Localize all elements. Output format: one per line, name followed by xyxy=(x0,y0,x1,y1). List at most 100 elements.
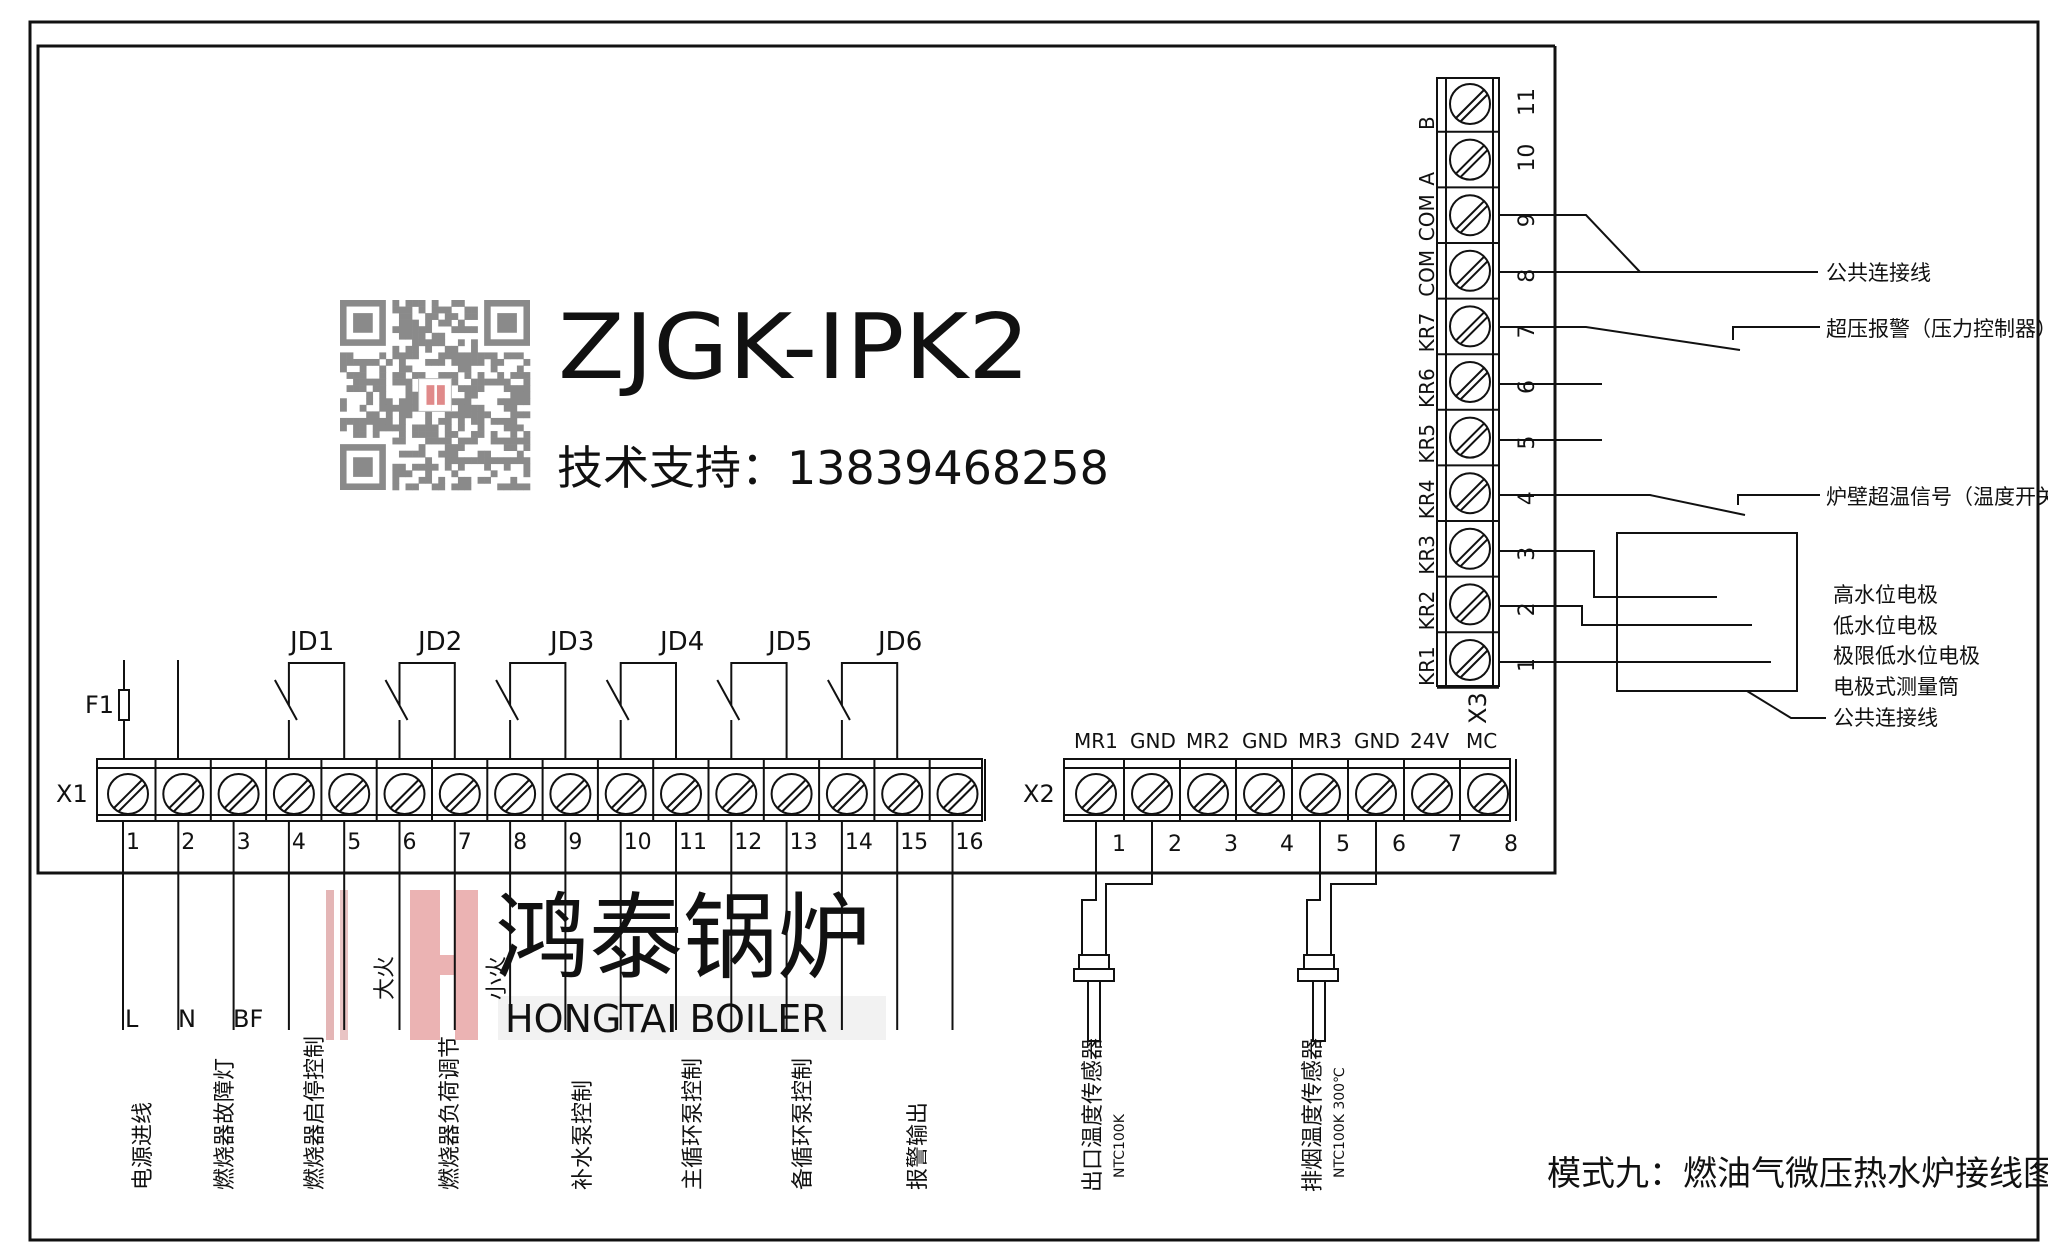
x2-terminal-number: 4 xyxy=(1280,832,1294,857)
x2-terminal-5 xyxy=(1299,773,1341,815)
x3-terminal-number: 3 xyxy=(1515,547,1540,561)
x3-terminal-number: 8 xyxy=(1515,269,1540,283)
x1-terminal-number: 12 xyxy=(734,830,762,855)
x3-header: KR5 xyxy=(1415,424,1439,464)
x1-terminal-number: 6 xyxy=(403,830,417,855)
x3-annotation: 高水位电极 xyxy=(1833,583,1938,607)
wire-label-small-fire: 小火 xyxy=(485,956,510,1000)
x3-annotation: 超压报警（压力控制器） xyxy=(1826,317,2048,341)
x1-terminal-number: 10 xyxy=(624,830,652,855)
x1-terminal-number: 16 xyxy=(956,830,984,855)
terminal-block-x1: X1 F1 xyxy=(56,660,983,822)
x3-terminal-3 xyxy=(1449,527,1491,570)
x3-annotation: 炉壁超温信号（温度开关） xyxy=(1826,485,2048,509)
qr-code xyxy=(340,300,531,491)
x1-terminal-5 xyxy=(328,773,371,815)
x3-header: KR1 xyxy=(1415,646,1439,686)
x1-function-label: 补水泵控制 xyxy=(571,1080,596,1190)
x1-terminal-number: 1 xyxy=(126,830,140,855)
x2-terminal-number: 8 xyxy=(1504,832,1518,857)
x3-terminal-1 xyxy=(1449,639,1491,681)
x3-header: KR6 xyxy=(1415,368,1439,408)
x2-terminal-number: 1 xyxy=(1112,832,1126,857)
x1-terminal-number: 8 xyxy=(513,830,527,855)
x2-terminal-2 xyxy=(1131,773,1173,815)
x2-terminal-7 xyxy=(1411,773,1453,815)
sensor1-type: NTC100K xyxy=(1112,1113,1128,1178)
x3-terminal-2 xyxy=(1449,583,1491,626)
x3-terminal-5 xyxy=(1449,416,1491,459)
x1-terminal-1 xyxy=(107,773,149,815)
x1-terminal-15 xyxy=(881,773,924,815)
diagram-title: 模式九：燃油气微压热水炉接线图 xyxy=(1547,1154,2048,1194)
x1-terminal-10 xyxy=(604,773,647,815)
x1-function-label: 燃烧器启停控制 xyxy=(303,1036,328,1190)
x2-terminal-1 xyxy=(1075,773,1117,815)
sensor2-body xyxy=(1303,954,1335,970)
x3-terminal-number: 5 xyxy=(1515,436,1540,450)
x1-terminal-8 xyxy=(494,773,537,815)
x1-terminal-number: 4 xyxy=(292,830,306,855)
outer-border xyxy=(28,20,2040,1242)
relay-label-3: JD3 xyxy=(548,627,594,657)
x1-terminal-16 xyxy=(936,773,979,815)
x1-terminal-7 xyxy=(438,773,481,815)
watermark: 鸿泰锅炉 HONGTAI BOILER xyxy=(326,884,886,1041)
x2-terminal-3 xyxy=(1187,773,1229,815)
x3-terminal-number: 6 xyxy=(1515,380,1540,394)
x2-header: MC xyxy=(1466,729,1497,753)
x2-strip xyxy=(1063,758,1511,822)
relay-label-4: JD4 xyxy=(658,627,704,657)
x2-header: GND xyxy=(1242,729,1288,753)
x1-terminal-14 xyxy=(825,773,868,815)
wire-label-l: L xyxy=(125,1005,139,1033)
x1-terminal-number: 13 xyxy=(790,830,818,855)
x1-terminal-11 xyxy=(660,773,702,815)
sensor1-body xyxy=(1078,954,1110,970)
x3-header: KR2 xyxy=(1415,591,1439,631)
x2-terminal-number: 3 xyxy=(1224,832,1238,857)
x2-terminal-8 xyxy=(1467,773,1509,815)
terminal-block-x2: X2 出口温度传感器 NTC100K 排烟温度传感器 NTC100K 300℃ xyxy=(1023,758,1511,1192)
x1-label: X1 xyxy=(56,780,88,808)
x1-terminal-number: 14 xyxy=(845,830,873,855)
x1-terminal-3 xyxy=(217,773,260,815)
x1-terminal-number: 7 xyxy=(458,830,472,855)
sensor2-name: 排烟温度传感器 xyxy=(1301,1038,1326,1192)
x1-terminal-number: 3 xyxy=(237,830,251,855)
x3-label: X3 xyxy=(1464,692,1492,724)
x1-function-label: 电源进线 xyxy=(131,1102,156,1190)
relay-label-2: JD2 xyxy=(416,627,462,657)
model-title: ZJGK-IPK2 xyxy=(558,295,1030,400)
x3-terminal-number: 2 xyxy=(1515,602,1540,616)
x2-terminal-number: 2 xyxy=(1168,832,1182,857)
x1-terminal-number: 9 xyxy=(568,830,582,855)
x3-header: B xyxy=(1415,116,1439,130)
support-text: 技术支持：13839468258 xyxy=(557,441,1109,495)
relay-label-5: JD5 xyxy=(766,627,812,657)
sensor2-type: NTC100K 300℃ xyxy=(1332,1067,1348,1178)
x1-function-label: 报警输出 xyxy=(906,1102,931,1190)
electrode-cylinder xyxy=(1616,532,1798,692)
x3-terminal-7 xyxy=(1449,305,1491,348)
x3-terminal-number: 9 xyxy=(1515,213,1540,227)
fuse-icon xyxy=(118,689,130,721)
fuse-label: F1 xyxy=(85,691,114,719)
sensor1-name: 出口温度传感器 xyxy=(1081,1038,1106,1192)
x2-header: 24V xyxy=(1410,729,1449,753)
x3-annotation: 公共连接线 xyxy=(1833,706,1938,730)
relay-label-1: JD1 xyxy=(288,627,334,657)
x3-terminal-8 xyxy=(1449,249,1491,292)
x3-terminal-11 xyxy=(1449,83,1491,125)
x3-annotation: 极限低水位电极 xyxy=(1833,644,1980,668)
x3-terminal-number: 1 xyxy=(1515,658,1540,672)
x1-terminal-13 xyxy=(770,773,813,815)
x3-header: KR7 xyxy=(1415,313,1439,353)
x2-terminal-number: 5 xyxy=(1336,832,1350,857)
x2-header: MR1 xyxy=(1074,729,1118,753)
x2-label: X2 xyxy=(1023,780,1055,808)
x3-header: COM xyxy=(1415,194,1439,241)
x3-terminal-number: 7 xyxy=(1515,324,1540,338)
x3-header: KR3 xyxy=(1415,535,1439,575)
